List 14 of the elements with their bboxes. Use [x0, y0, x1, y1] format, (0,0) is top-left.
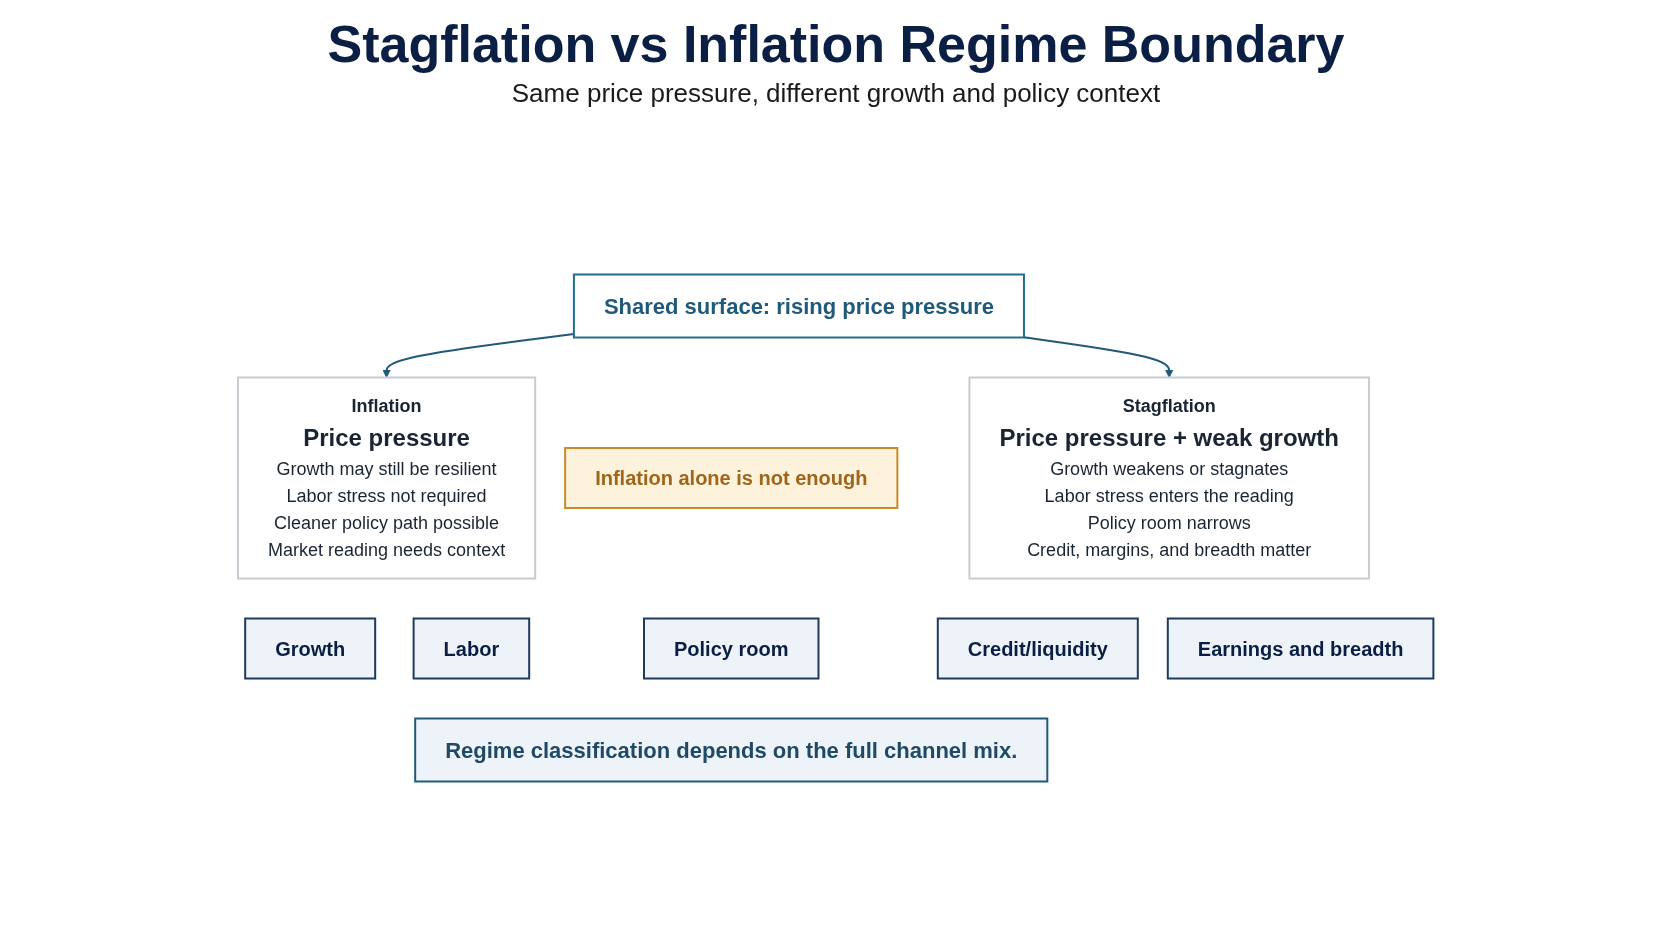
subtitle: Same price pressure, different growth and policy context	[511, 78, 1161, 109]
arrow	[382, 333, 576, 378]
node-box: Earnings and breadth	[1167, 617, 1435, 680]
node-box: Shared surface: rising price pressure	[573, 273, 1026, 339]
node-box: Inflation Price pressure Growth may still be resilient Labor stress not required Cleaner policy path possible Market reading needs context	[237, 376, 537, 580]
node-box: Stagflation Price pressure + weak growth Growth weakens or stagnates Labor stress enters the reading Policy room narrows Credit, margins, and breadth matter	[968, 376, 1371, 580]
node-box: Growth	[244, 617, 377, 680]
node-box: Credit/liquidity	[937, 617, 1140, 680]
node-box: Labor	[412, 617, 531, 680]
node-box: Policy room	[643, 617, 820, 680]
arrow	[1023, 336, 1174, 378]
node-box: Regime classification depends on the full channel mix.	[414, 717, 1049, 783]
node-box: Inflation alone is not enough	[564, 447, 899, 509]
title: Stagflation vs Inflation Regime Boundary	[327, 14, 1345, 74]
